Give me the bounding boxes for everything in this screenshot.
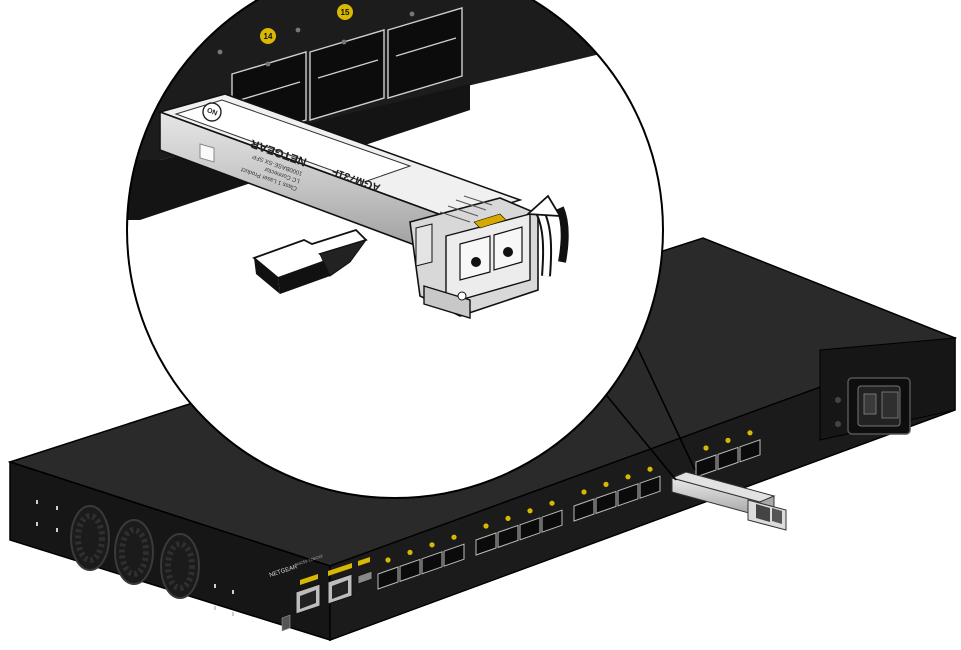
port-led — [625, 474, 631, 480]
sfp-port — [695, 454, 717, 478]
port-led — [505, 515, 511, 522]
sfp-port — [617, 483, 639, 507]
transceiver-badge-text: NO — [206, 105, 219, 115]
port-led — [703, 445, 709, 451]
port-led — [603, 481, 609, 487]
port-number-15: 15 — [341, 8, 350, 17]
fan-vent-icon — [70, 505, 200, 599]
port-led — [385, 557, 391, 563]
port-led — [483, 523, 489, 529]
callout-indicator-dots — [217, 11, 415, 67]
sfp-port — [739, 439, 761, 463]
sfp-port — [595, 490, 617, 515]
port-led — [747, 430, 753, 436]
sfp-port — [541, 509, 563, 533]
port-led — [581, 489, 587, 495]
sfp-port-banks — [377, 430, 761, 590]
sfp-port — [519, 517, 541, 541]
sfp-port — [377, 566, 399, 590]
zoom-callout: 14 15 — [126, 0, 664, 499]
port-led — [429, 542, 435, 548]
sfp-port — [497, 524, 519, 549]
port-led — [407, 549, 413, 556]
sfp-port — [421, 551, 443, 575]
sfp-port — [717, 446, 739, 471]
sfp-port — [443, 543, 465, 567]
port-led — [725, 437, 731, 443]
sfp-port — [639, 475, 661, 499]
sfp-port — [475, 532, 497, 556]
port-led — [527, 508, 533, 514]
sfp-port — [573, 498, 595, 522]
port-led — [451, 534, 457, 540]
transceiver-badge: NO — [202, 102, 222, 122]
sfp-module-small — [670, 471, 787, 531]
port-led — [647, 466, 653, 472]
push-arrow-icon — [252, 228, 368, 294]
callout-port-number-badges: 14 15 — [260, 4, 353, 44]
sfp-transceiver-module: NETGEAR AGM731F 1000BASE-SX SFP LC Conne… — [157, 93, 539, 319]
sfp-port — [399, 558, 421, 583]
mounting-screws — [36, 500, 234, 616]
rj45-ports — [281, 570, 373, 632]
port-number-14: 14 — [264, 32, 273, 41]
port-led — [549, 500, 555, 506]
power-inlet-icon — [835, 377, 911, 435]
latch-rotate-arrow-icon — [525, 194, 569, 277]
port-label-tags — [300, 557, 370, 585]
